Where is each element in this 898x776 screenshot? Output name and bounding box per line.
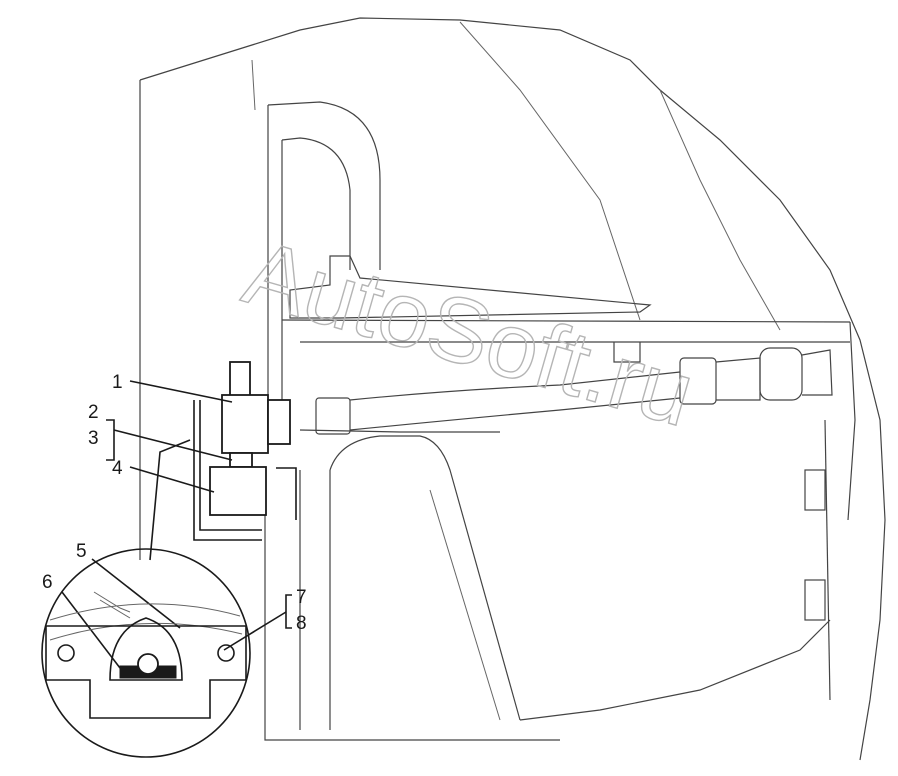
valve-assembly: [193, 361, 297, 541]
detail-view: [41, 548, 251, 758]
frame-outline: [139, 17, 886, 761]
upper-tube: [267, 101, 381, 420]
callout-2: 2: [88, 402, 99, 423]
callout-labels: 1 2 3 4 5 6 7 8: [42, 372, 307, 634]
callout-4: 4: [112, 458, 123, 479]
hose-assembly: [315, 347, 833, 435]
right-brackets: [804, 419, 831, 701]
frame-rails: [281, 319, 856, 521]
callout-7: 7: [296, 587, 307, 608]
watermark-text: AutoSoft.ru: [234, 221, 705, 446]
callout-8: 8: [296, 613, 307, 634]
callout-1: 1: [112, 372, 123, 393]
leader-lines: [61, 380, 292, 669]
callout-5: 5: [76, 541, 87, 562]
lever: [289, 255, 652, 319]
lower-body: [264, 435, 831, 741]
callout-3: 3: [88, 428, 99, 449]
callout-6: 6: [42, 572, 53, 593]
